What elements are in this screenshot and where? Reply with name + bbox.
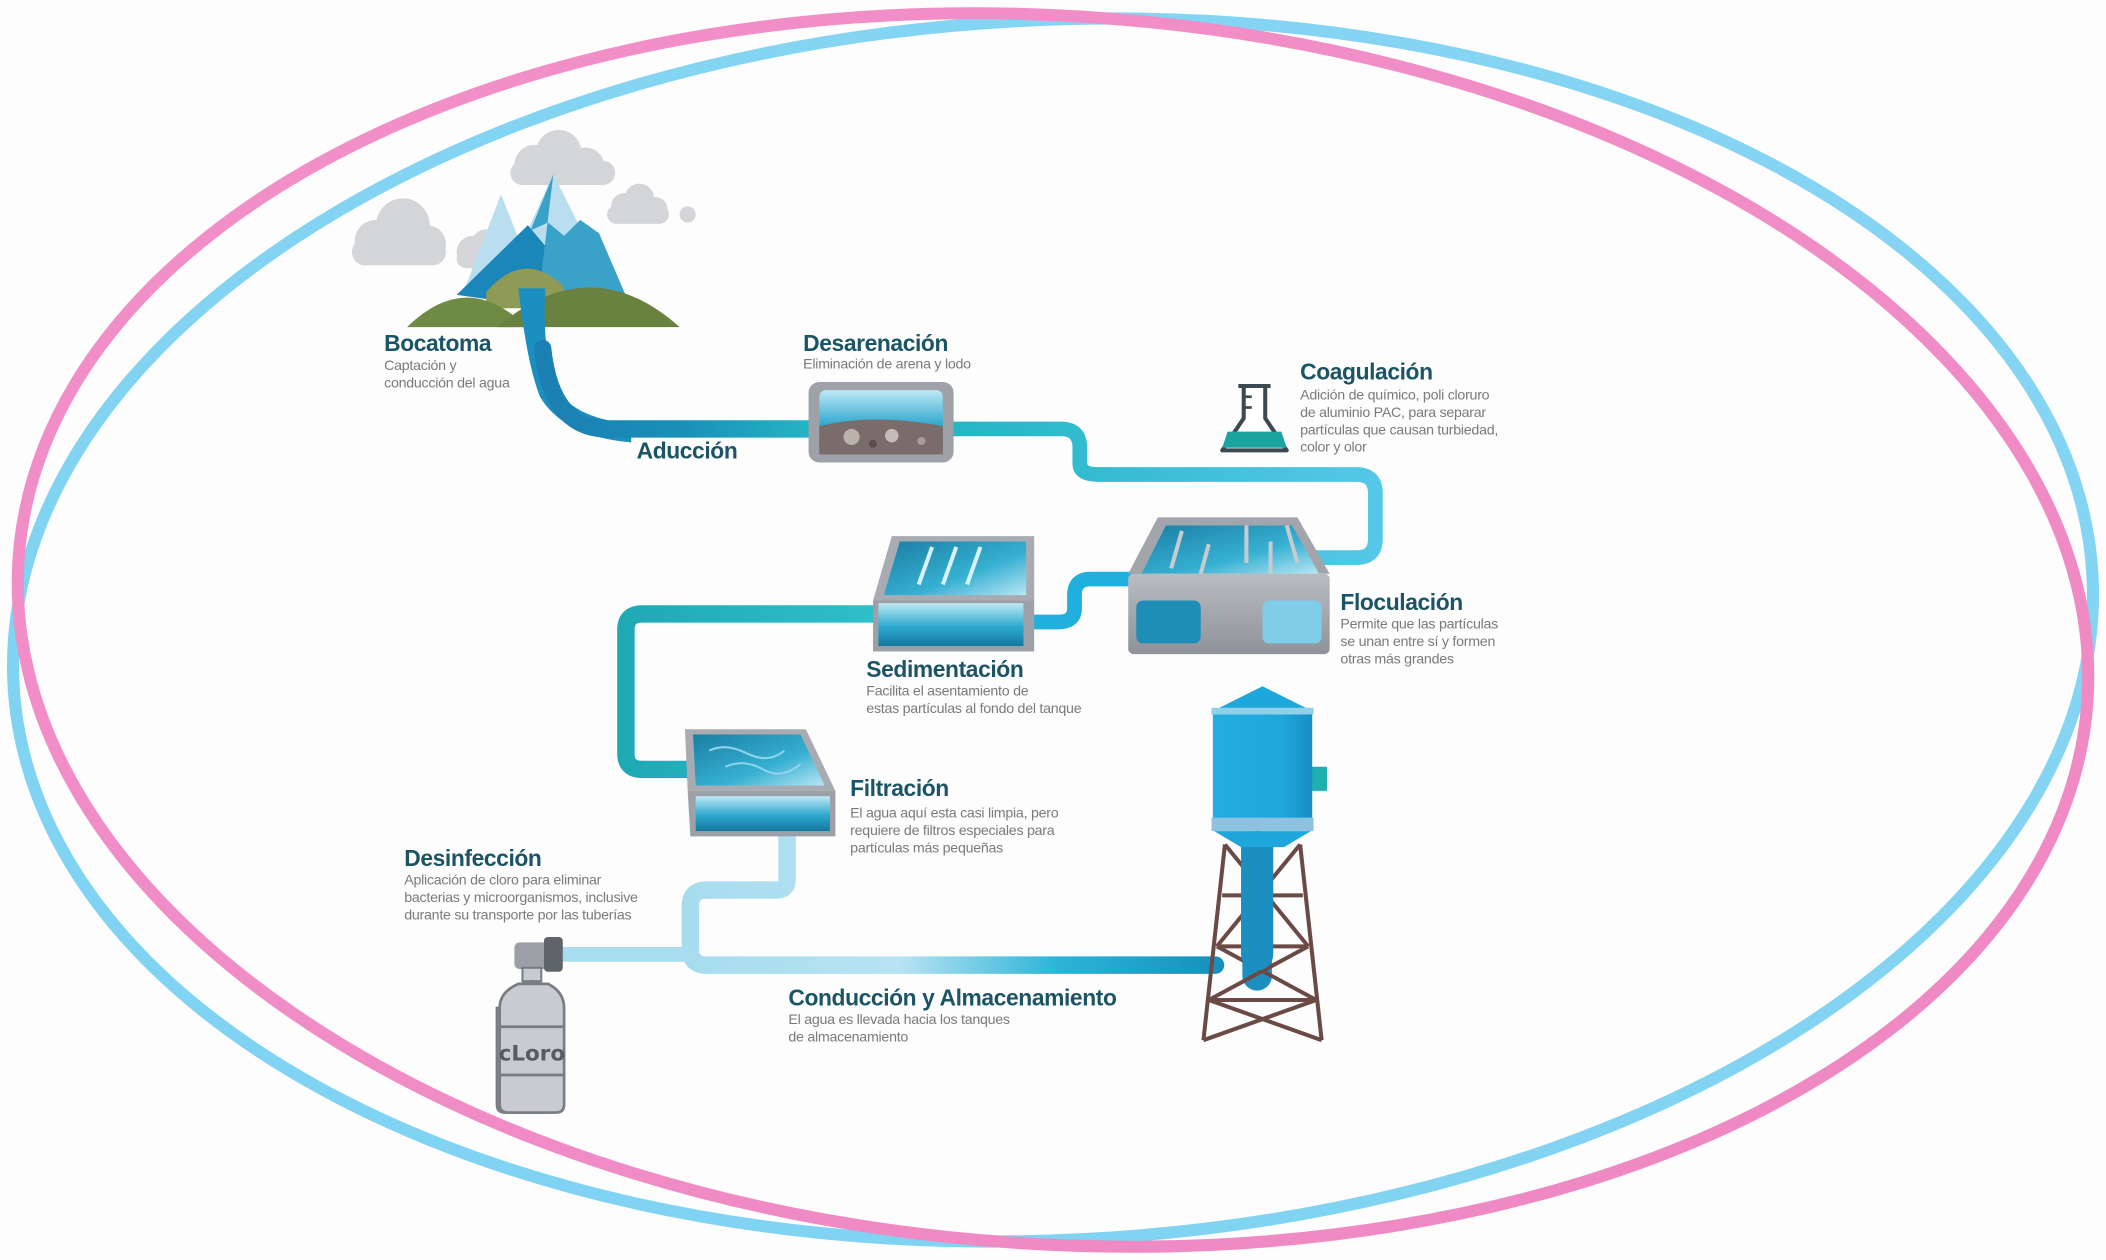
pipe-floculacion-sedimentacion	[1013, 571, 1150, 630]
stage-coagulacion: Coagulación Adición de químico, poli clo…	[1300, 358, 1498, 455]
stage-title: Bocatoma	[384, 330, 492, 356]
stage-desc-line: Captación y	[384, 358, 457, 374]
pipe-aduccion	[533, 339, 829, 438]
stage-desc-line: El agua aquí esta casi limpia, pero	[850, 806, 1059, 822]
pipe-desarenacion-floculacion	[932, 421, 1383, 565]
cloro-bottle-icon: cLoro	[495, 936, 566, 1114]
cloro-label: cLoro	[499, 1041, 566, 1066]
desarenacion-tank-icon	[808, 382, 954, 463]
stage-aduccion: Aducción	[637, 437, 738, 463]
stage-desc-line: Aplicación de cloro para eliminar	[404, 873, 601, 889]
stage-desinfeccion: Desinfección Aplicación de cloro para el…	[404, 845, 638, 924]
stage-desc-line: Facilita el asentamiento de	[866, 684, 1028, 700]
stage-desc-line: Adición de químico, poli cloruro	[1300, 387, 1490, 403]
pipe-sedimentacion-filtracion	[617, 605, 896, 779]
stage-title: Conducción y Almacenamiento	[788, 984, 1117, 1010]
flask-icon	[1220, 384, 1289, 453]
stage-sedimentacion: Sedimentación Facilita el asentamiento d…	[866, 656, 1082, 717]
mountain-icon	[406, 174, 680, 443]
stage-desc-line: color y olor	[1300, 440, 1367, 456]
stage-desarenacion: Desarenación Eliminación de arena y lodo	[803, 330, 971, 372]
filtracion-tank-icon	[684, 729, 836, 837]
stage-desc-line: conducción del agua	[384, 375, 510, 391]
stage-bocatoma: Bocatoma Captación y conducción del agua	[384, 330, 510, 391]
stage-title: Desarenación	[803, 330, 948, 356]
pipe-filtracion-conduccion	[681, 822, 1225, 974]
stage-desc-line: se unan entre sí y formen	[1340, 634, 1495, 650]
cloud-icon	[351, 198, 446, 266]
cloud-icon	[607, 183, 669, 224]
stage-desc-line: Eliminación de arena y lodo	[803, 357, 971, 373]
stage-desc-line: otras más grandes	[1340, 652, 1453, 668]
stage-desc-line: partículas más pequeñas	[850, 841, 1003, 857]
stage-title: Sedimentación	[866, 656, 1023, 682]
cloud-icon	[679, 206, 696, 223]
stage-desc-line: El agua es llevada hacia los tanques	[788, 1012, 1010, 1028]
stage-filtracion: Filtración El agua aquí esta casi limpia…	[850, 775, 1059, 856]
floculacion-tank-icon	[1128, 517, 1330, 655]
stage-conduccion: Conducción y Almacenamiento El agua es l…	[788, 984, 1117, 1045]
stage-desc-line: durante su transporte por las tuberías	[404, 908, 631, 924]
stage-desc-line: requiere de filtros especiales para	[850, 823, 1055, 839]
stage-desc-line: bacterias y microorganismos, inclusive	[404, 890, 638, 906]
stage-title: Filtración	[850, 775, 949, 801]
stage-desc-line: de almacenamiento	[788, 1030, 908, 1046]
stage-title: Desinfección	[404, 845, 541, 871]
stage-desc-line: Permite que las partículas	[1340, 617, 1498, 633]
sedimentacion-tank-icon	[873, 536, 1035, 652]
stage-title: Aducción	[637, 437, 738, 463]
cloud-icon	[510, 130, 616, 185]
stage-title: Floculación	[1340, 589, 1462, 615]
stage-desc-line: estas partículas al fondo del tanque	[866, 701, 1081, 717]
stage-desc-line: de aluminio PAC, para separar	[1300, 405, 1486, 421]
pipe-network	[533, 339, 1383, 991]
stage-desc-line: partículas que causan turbiedad,	[1300, 422, 1498, 438]
stage-floculacion: Floculación Permite que las partículas s…	[1340, 589, 1498, 668]
water-tower-icon	[1201, 686, 1327, 1043]
stage-title: Coagulación	[1300, 358, 1433, 384]
clouds	[351, 130, 696, 269]
